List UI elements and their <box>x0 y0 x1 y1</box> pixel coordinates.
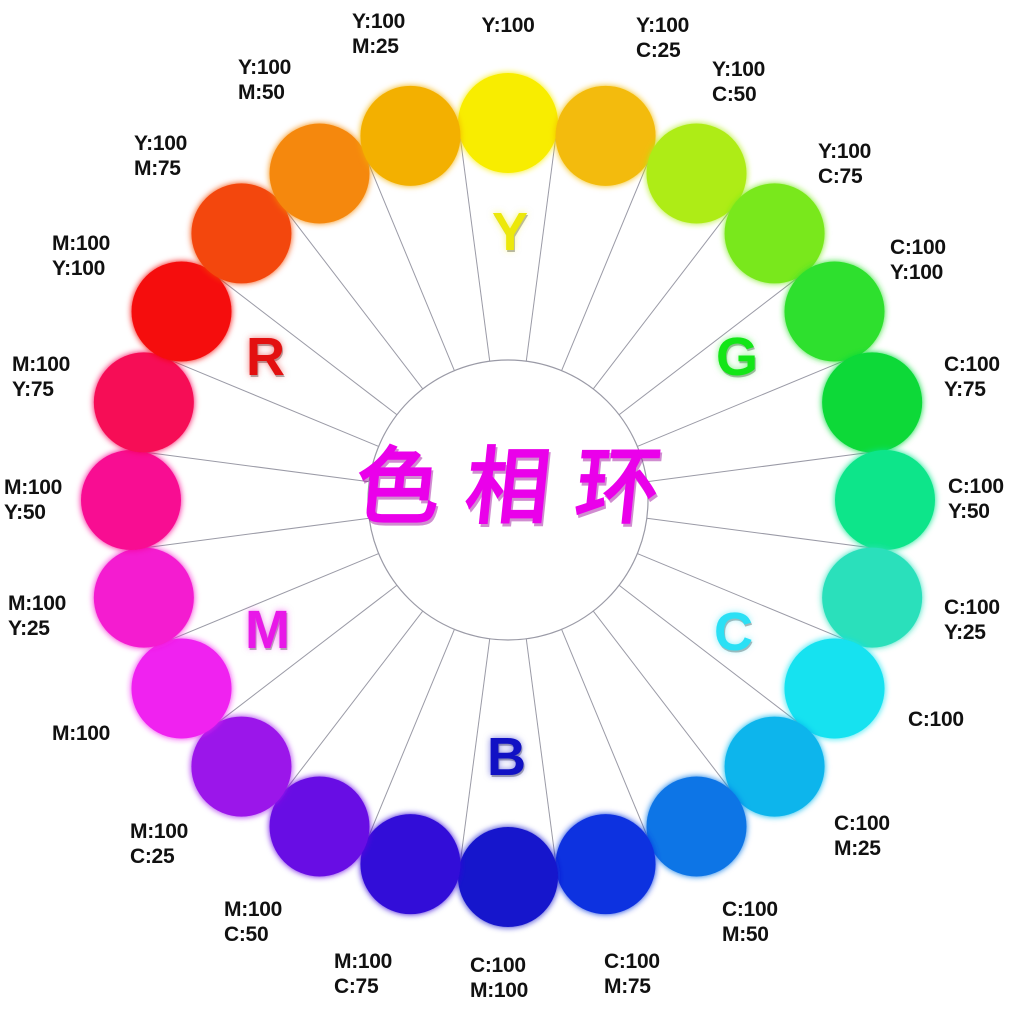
inner-circle-outline <box>367 359 649 641</box>
color-swatch[interactable] <box>131 261 232 362</box>
color-swatch[interactable] <box>835 450 935 550</box>
color-swatch[interactable] <box>822 547 923 648</box>
color-swatch[interactable] <box>360 85 461 186</box>
spoke-line <box>637 358 850 447</box>
color-swatch[interactable] <box>191 716 292 817</box>
spoke-line <box>561 158 650 371</box>
spoke-line <box>618 274 802 416</box>
color-swatch[interactable] <box>822 352 923 453</box>
spoke-line <box>366 629 455 842</box>
spoke-line <box>618 584 802 726</box>
color-swatch[interactable] <box>724 183 825 284</box>
color-swatch[interactable] <box>191 183 292 284</box>
spoke-line <box>459 638 491 867</box>
spoke-line <box>525 133 557 362</box>
spoke-line <box>592 610 734 794</box>
color-swatch[interactable] <box>269 776 370 877</box>
spoke-line <box>141 517 370 549</box>
color-swatch[interactable] <box>458 73 558 173</box>
color-swatch[interactable] <box>784 638 885 739</box>
spoke-line <box>282 610 424 794</box>
color-swatch[interactable] <box>555 85 656 186</box>
spoke-line <box>525 638 557 867</box>
spoke-line <box>141 451 370 483</box>
color-swatch[interactable] <box>646 123 747 224</box>
spoke-line <box>282 206 424 390</box>
spoke-line <box>646 517 875 549</box>
color-swatch[interactable] <box>458 827 558 927</box>
spoke-line <box>166 358 379 447</box>
color-swatch[interactable] <box>269 123 370 224</box>
spoke-line <box>459 133 491 362</box>
spoke-line <box>646 451 875 483</box>
spoke-line <box>561 629 650 842</box>
color-swatch[interactable] <box>646 776 747 877</box>
color-swatch[interactable] <box>724 716 825 817</box>
spoke-line <box>592 206 734 390</box>
spoke-line <box>214 584 398 726</box>
color-swatch[interactable] <box>360 814 461 915</box>
spoke-lines <box>141 133 875 867</box>
color-swatch[interactable] <box>555 814 656 915</box>
spoke-line <box>637 553 850 642</box>
spoke-line <box>366 158 455 371</box>
swatch-circles <box>81 73 935 927</box>
spoke-line <box>166 553 379 642</box>
color-swatch[interactable] <box>131 638 232 739</box>
spoke-line <box>214 274 398 416</box>
color-swatch[interactable] <box>81 450 181 550</box>
color-swatch[interactable] <box>93 547 194 648</box>
color-swatch[interactable] <box>784 261 885 362</box>
color-swatch[interactable] <box>93 352 194 453</box>
